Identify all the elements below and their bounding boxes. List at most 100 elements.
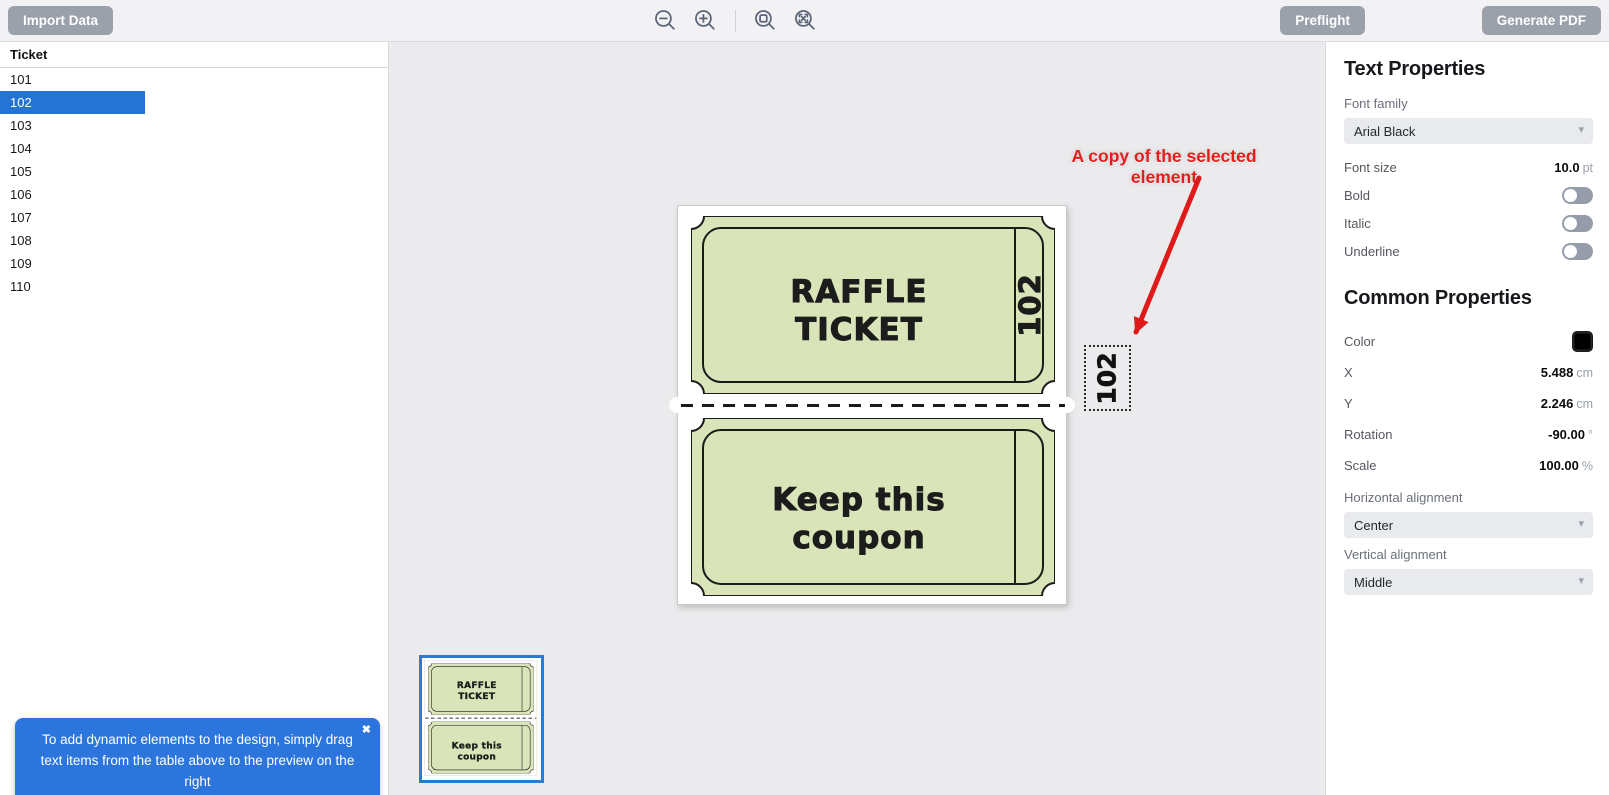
y-label: Y	[1344, 396, 1353, 411]
rotation-label: Rotation	[1344, 427, 1393, 442]
color-label: Color	[1344, 333, 1376, 349]
font-size-value[interactable]: 10.0	[1554, 159, 1580, 175]
ticket-title-line2: TICKET	[795, 312, 923, 348]
text-properties-title: Text Properties	[1344, 58, 1486, 80]
x-value[interactable]: 5.488	[1540, 365, 1574, 380]
horizontal-alignment-label: Horizontal alignment	[1344, 490, 1463, 505]
list-item[interactable]: 102	[0, 91, 145, 114]
y-unit: cm	[1576, 397, 1593, 411]
font-size-unit: pt	[1582, 160, 1593, 175]
y-value[interactable]: 2.246	[1540, 396, 1574, 411]
vertical-alignment-value: Middle	[1354, 574, 1393, 590]
scale-label: Scale	[1344, 458, 1377, 473]
font-family-select[interactable]: Arial Black	[1344, 118, 1593, 144]
x-unit: cm	[1576, 366, 1593, 380]
list-item[interactable]: 103	[10, 118, 32, 133]
ticket-inner-border	[431, 666, 531, 712]
horizontal-alignment-select[interactable]: Center	[1344, 512, 1593, 538]
scale-unit: %	[1581, 459, 1593, 473]
vertical-alignment-select[interactable]: Middle	[1344, 569, 1593, 595]
coupon-line1: Keep this	[452, 741, 502, 751]
rotation-row: Rotation -90.00°	[1344, 419, 1593, 450]
coupon-line2: coupon	[457, 752, 496, 762]
perforation-line	[425, 717, 537, 719]
table-column-header: Ticket	[0, 42, 388, 68]
perforation-notch-right	[534, 715, 539, 721]
list-item[interactable]: 106	[10, 187, 32, 202]
list-item[interactable]: 104	[10, 141, 32, 156]
list-item[interactable]: 110	[10, 279, 31, 294]
perforation-notch-left	[669, 397, 685, 413]
ticket-title-line1: RAFFLE	[457, 681, 497, 691]
import-data-button[interactable]: Import Data	[8, 6, 114, 35]
raffle-ticket-upper: RAFFLE TICKET	[428, 663, 534, 715]
color-row: Color	[1344, 325, 1593, 357]
ticket-body	[428, 721, 534, 774]
generate-pdf-button[interactable]: Generate PDF	[1481, 6, 1601, 35]
perforation-line	[681, 404, 1065, 407]
toolbar: Import Data	[0, 0, 1609, 42]
list-item[interactable]: 107	[10, 210, 32, 225]
font-family-value: Arial Black	[1354, 123, 1416, 139]
bold-row: Bold	[1344, 181, 1593, 209]
italic-toggle[interactable]	[1562, 214, 1593, 232]
ticket-inner-border	[702, 429, 1044, 585]
rotation-unit: °	[1588, 428, 1593, 442]
color-swatch[interactable]	[1572, 330, 1593, 352]
font-size-label: Font size	[1344, 159, 1397, 175]
vertical-alignment-label: Vertical alignment	[1344, 547, 1447, 562]
italic-row: Italic	[1344, 209, 1593, 237]
preflight-button[interactable]: Preflight	[1280, 6, 1365, 35]
ticket-inner-border	[431, 724, 531, 771]
font-family-label: Font family	[1344, 96, 1408, 111]
ticket-body	[691, 418, 1055, 596]
annotation-label: A copy of the selected element	[1071, 146, 1257, 187]
ticket-stub-number[interactable]: 102	[1013, 273, 1048, 338]
underline-row: Underline	[1344, 237, 1593, 265]
list-item[interactable]: 109	[10, 256, 32, 271]
bold-toggle[interactable]	[1562, 186, 1593, 204]
zoom-in-icon[interactable]	[692, 7, 719, 34]
design-canvas[interactable]: RAFFLE TICKET 102 Keep this coupon A cop…	[389, 42, 1325, 795]
ticket-title-line2: TICKET	[458, 692, 496, 702]
list-item[interactable]: 108	[10, 233, 32, 248]
data-table-panel: Ticket 101 102 103 104 105 106 107 108 109 110 ✖ …	[0, 42, 389, 795]
list-item[interactable]: 101	[10, 72, 32, 87]
perforation-notch-right	[1059, 397, 1075, 413]
close-icon[interactable]: ✖	[361, 724, 371, 736]
properties-panel: Text Properties Font family Arial Black …	[1325, 42, 1609, 795]
ticket-body	[691, 216, 1055, 394]
ticket-title-line1: RAFFLE	[790, 274, 927, 310]
toolbar-separator	[735, 9, 736, 32]
raffle-ticket-upper: RAFFLE TICKET 102	[691, 216, 1055, 394]
design-page[interactable]: RAFFLE TICKET 102 Keep this coupon	[669, 205, 1075, 605]
page-thumbnail[interactable]: RAFFLE TICKET Keep this coupon	[419, 655, 544, 783]
ticket-list: 101 102 103 104 105 106 107 108 109 110	[0, 68, 388, 298]
hint-toast-text: To add dynamic elements to the design, s…	[40, 732, 355, 789]
zoom-actual-size-icon[interactable]	[752, 7, 779, 34]
coupon-line1: Keep this	[772, 482, 945, 518]
zoom-fit-icon[interactable]	[792, 7, 819, 34]
horizontal-alignment-value: Center	[1354, 517, 1394, 533]
selected-element-copy-text: 102	[1093, 351, 1123, 405]
zoom-toolbar	[652, 7, 819, 34]
hint-toast: ✖ To add dynamic elements to the design,…	[15, 718, 380, 795]
selected-element-copy[interactable]: 102	[1084, 345, 1131, 411]
coupon-line2: coupon	[792, 520, 925, 556]
underline-label: Underline	[1344, 243, 1400, 259]
scale-row: Scale 100.00%	[1344, 450, 1593, 481]
underline-toggle[interactable]	[1562, 242, 1593, 260]
scale-value[interactable]: 100.00	[1539, 458, 1579, 473]
zoom-out-icon[interactable]	[652, 7, 679, 34]
ticket-inner-border	[702, 227, 1044, 383]
bold-label: Bold	[1344, 187, 1371, 203]
ticket-body	[428, 663, 534, 715]
rotation-value[interactable]: -90.00	[1548, 427, 1585, 442]
list-item[interactable]: 105	[10, 164, 32, 179]
thumbnail-page-mount: RAFFLE TICKET Keep this coupon	[424, 660, 539, 778]
common-properties-title: Common Properties	[1344, 287, 1532, 309]
